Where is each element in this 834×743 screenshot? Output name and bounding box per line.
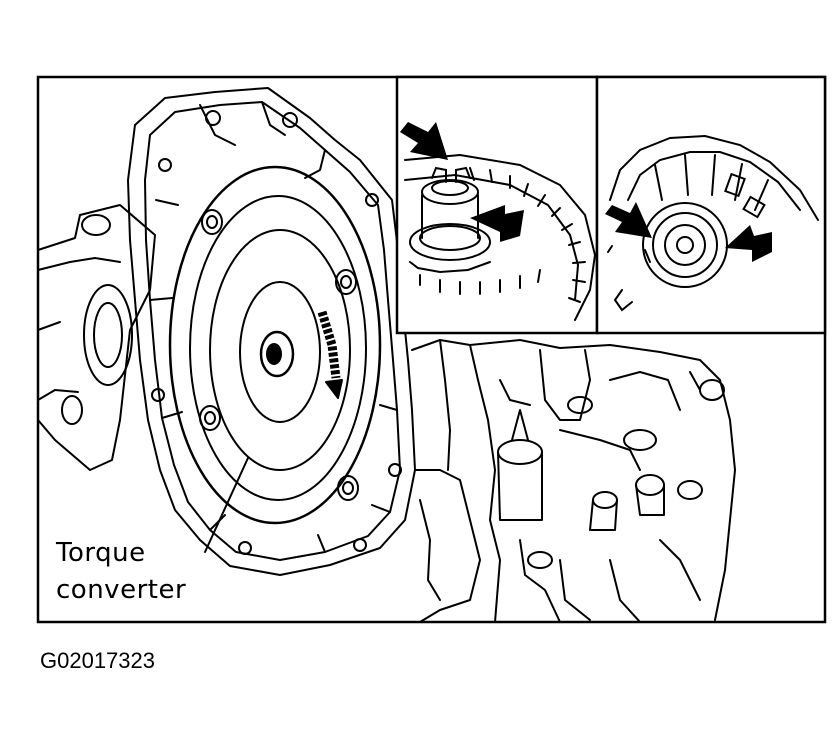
torque-converter-label: Torque converter <box>56 535 186 609</box>
label-leader-line <box>204 457 249 553</box>
figure-id: G02017323 <box>40 648 155 673</box>
inset-pump-drive <box>595 75 827 335</box>
label-line-1: Torque <box>56 538 146 568</box>
rotation-arrow <box>317 310 341 379</box>
torque-converter-outer <box>168 165 382 525</box>
arrow-icon <box>400 122 448 160</box>
arrow-icon <box>470 205 524 242</box>
converter-studs <box>199 209 359 501</box>
arrow-icon <box>605 202 652 238</box>
label-line-2: converter <box>56 575 187 605</box>
arrow-icon <box>725 225 772 262</box>
transmission-illustration <box>37 87 736 623</box>
inset-hub <box>395 75 599 335</box>
